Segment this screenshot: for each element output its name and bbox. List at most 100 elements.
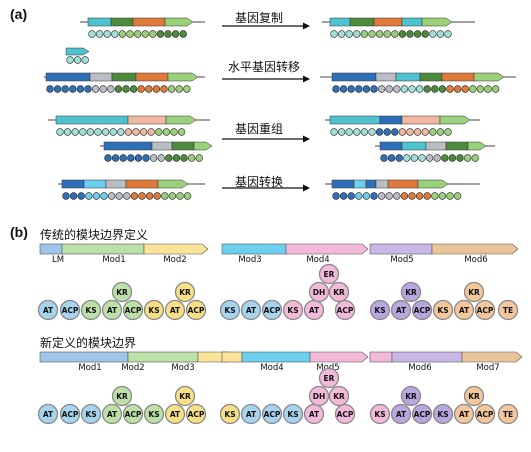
row3-bottom-bead-7 [157,154,165,162]
row3-right-top-bead-11 [413,128,422,136]
trad-g3-kr-a-circle [400,281,422,303]
row2-right-gene-seg-1 [375,72,397,82]
trad-g3-at-1-circle [390,299,412,321]
row1-left-gene-seg-3 [164,17,194,27]
trad-g1-kr-a-label: KR [116,288,128,297]
trad-g1-acp-4-circle [122,299,144,321]
new-g3-at-4-label: AT [459,410,470,419]
row2-right-gene-seg-5 [473,72,505,82]
row3-right-top-bead-12 [421,128,429,136]
row2-donor-bead-2 [81,56,89,64]
row2-left-bead-12 [137,85,145,93]
row2-left-bead-14 [152,85,161,93]
row1-left-bead-9 [156,30,165,38]
trad-module-4: Mod4 [306,255,329,265]
row4-left-bead-9 [130,192,139,200]
trad-g3-ks-0-circle [369,299,391,321]
new-g2-dh-circle [308,385,330,407]
row3-right-bottom-bead-7 [433,154,441,162]
new-g1-at-6-circle [164,403,186,425]
row1-right-bead-3 [353,30,361,38]
row2-right-bead-12 [423,85,431,93]
trad-module-lm: LM [52,255,64,265]
row3-top-gene-seg-1 [127,115,167,125]
row1-left-bead-5 [126,30,134,38]
trad-g2-at-4-label: AT [309,306,320,315]
new-g3-ks-0-circle [369,403,391,425]
row1-left-bead-1 [95,30,104,38]
new-gene3-seg-2 [461,351,523,363]
trad-g2-acp-5-circle [334,299,356,321]
row4-right-bead-9 [400,192,409,200]
row3-bottom-gene-seg-3 [193,141,213,151]
row4-left-bead-3 [85,192,93,200]
row2-right-bead-21 [491,85,500,93]
new-module-2: Mod2 [121,363,144,373]
new-g3-at-1-circle [390,403,412,425]
row3-top-gene-seg-2 [165,115,197,125]
arrow-recombination-head [303,135,310,143]
row4-right-gene-seg-5 [417,179,449,189]
new-g1-at-3-label: AT [107,410,118,419]
new-g1-acp-7-label: ACP [188,410,205,419]
row3-top-bead-8 [117,128,125,136]
row1-right-bead-9 [398,30,407,38]
row2-right-bead-6 [377,85,386,93]
new-g2-ks-0-circle [219,403,241,425]
trad-module-3: Mod3 [238,255,261,265]
new-g1-at-0-circle [37,403,59,425]
row3-right-top-bead-13 [429,128,437,136]
row2-left-bead-17 [175,85,183,93]
new-g3-at-4-circle [453,403,475,425]
row3-bottom-bead-12 [195,154,203,162]
row3-top-bead-14 [162,128,171,136]
row4-right-bead-6 [377,192,386,200]
row3-right-top-gene-seg-1 [379,115,403,125]
new-g1-kr-b-label: KR [179,392,191,401]
row3-right-top-bead-6 [375,128,384,136]
row3-bottom-bead-0 [104,154,112,162]
row4-right-bead-15 [446,192,454,200]
trad-g2-acp-2-label: ACP [264,306,281,315]
row4-right-bead-5 [370,192,378,200]
row4-right-bead-11 [415,192,424,200]
row2-left-bead-10 [122,85,130,93]
trad-gene3-seg-0 [369,243,433,255]
trad-g3-ks-0-label: KS [374,306,385,315]
row4-left-bead-1 [69,192,78,200]
row2-left-bead-5 [84,85,92,93]
trad-g2-ks-0-circle [219,299,241,321]
arrow-hgt-head [303,75,310,83]
trad-g1-ks-5-label: KS [148,306,159,315]
row1-left-bead-12 [179,30,187,38]
trad-g3-at-4-circle [453,299,475,321]
row4-left-bead-2 [77,192,85,200]
new-g1-kr-b-circle [174,385,196,407]
new-g1-ks-5-circle [143,403,165,425]
arrow-conversion-head [303,184,310,192]
row4-right-bead-4 [362,192,371,200]
row3-right-bottom-bead-5 [418,154,426,162]
new-g3-ks-3-label: KS [437,410,448,419]
row3-right-bottom-bead-1 [387,154,396,162]
new-g2-er-label: ER [324,374,335,383]
row3-right-top-bead-8 [391,128,399,136]
row3-right-top-gene-seg-3 [439,115,471,125]
row4-right-gene-seg-3 [375,179,389,189]
row3-bottom-bead-6 [149,154,158,162]
row3-top-bead-7 [109,128,117,136]
trad-g1-acp-7-label: ACP [188,306,205,315]
row3-right-bottom-bead-0 [380,154,388,162]
row3-right-bottom-bead-4 [410,154,419,162]
row4-right-bead-0 [332,192,340,200]
row3-bottom-bead-8 [165,154,173,162]
new-g2-at-4-label: AT [309,410,320,419]
row3-bottom-gene-seg-2 [171,141,195,151]
row1-right-bead-8 [391,30,399,38]
row2-left-bead-3 [69,85,77,93]
new-g1-acp-4-label: ACP [125,410,142,419]
row2-right-gene-seg-0 [331,72,377,82]
new-g3-at-1-label: AT [396,410,407,419]
row1-right-gene-seg-3 [401,17,423,27]
